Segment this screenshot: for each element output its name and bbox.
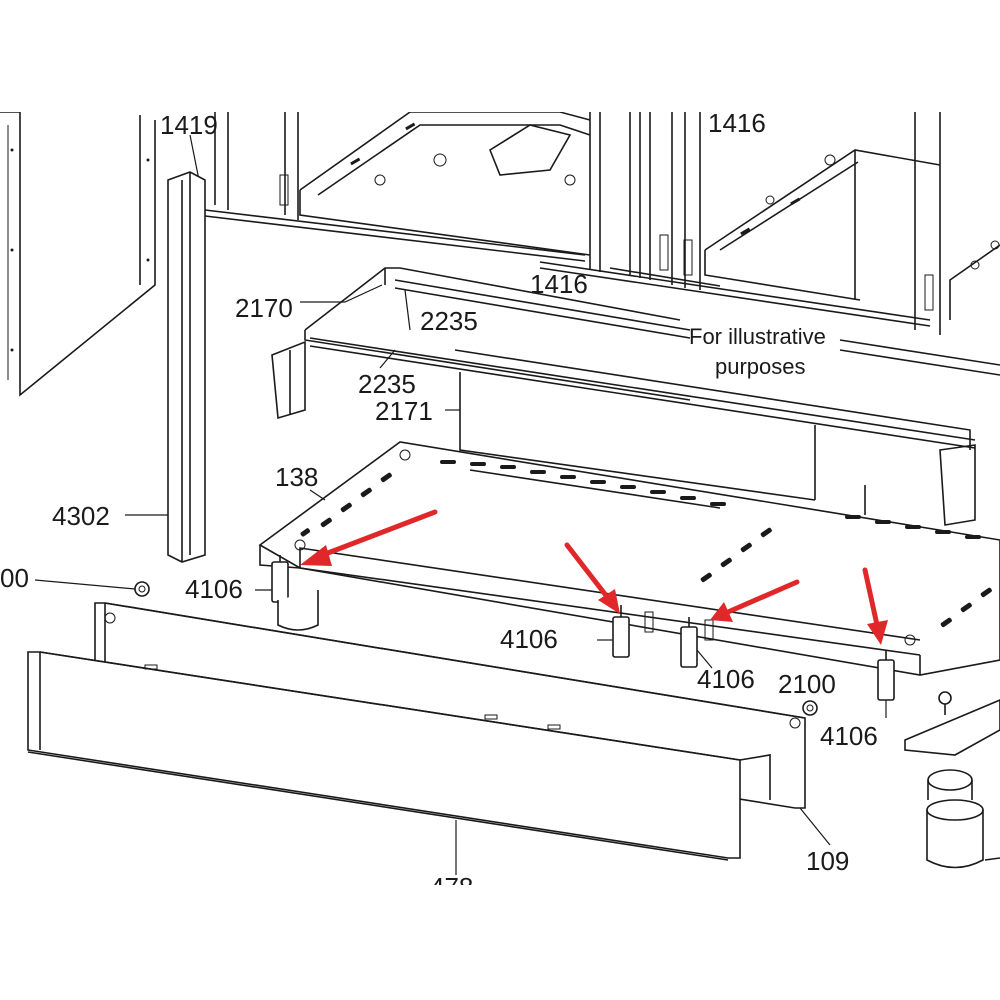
callout-109: 109 <box>806 846 849 876</box>
rail-1416 <box>539 261 931 327</box>
callout-2100-left: 00 <box>0 563 29 593</box>
callout-1419: 1419 <box>160 110 218 140</box>
illustrative-note-line-2: purposes <box>715 354 806 379</box>
red-arrow-3 <box>710 579 800 622</box>
side-trim-4302 <box>125 171 206 563</box>
callout-2171: 2171 <box>375 396 433 426</box>
callout-2235-a: 2235 <box>420 306 478 336</box>
callout-138: 138 <box>275 462 318 492</box>
red-arrow-1 <box>300 509 438 566</box>
leveling-leg-a <box>255 555 319 631</box>
red-arrow-2 <box>564 542 620 614</box>
callout-4302: 4302 <box>52 501 110 531</box>
upper-oven-frame <box>214 111 1000 335</box>
callout-4106-a: 4106 <box>185 574 243 604</box>
drawer-front-478 <box>27 651 741 875</box>
screw-2100-right <box>802 700 818 716</box>
callout-2170: 2170 <box>235 293 293 323</box>
callout-1416-mid: 1416 <box>530 269 588 299</box>
illustrative-note-line-1: For illustrative <box>689 324 826 349</box>
callout-4106-d: 4106 <box>820 721 878 751</box>
bracket-2171 <box>271 340 976 526</box>
top-margin <box>0 0 1000 112</box>
rail-1419 <box>189 134 586 262</box>
bottom-margin <box>0 885 1000 1000</box>
leveling-leg-c <box>680 617 714 669</box>
callout-2100-right: 2100 <box>778 669 836 699</box>
callout-1416-top: 1416 <box>708 108 766 138</box>
callout-4106-b: 4106 <box>500 624 558 654</box>
right-lower-assembly <box>904 691 1000 869</box>
callout-2235-b: 2235 <box>358 369 416 399</box>
frame-2170 <box>300 267 1000 449</box>
leveling-leg-b <box>597 605 654 658</box>
screw-2100-left <box>34 579 150 597</box>
red-arrow-4 <box>862 567 888 645</box>
base-frame-138 <box>258 441 1000 676</box>
highlight-arrows <box>300 509 888 645</box>
left-side-panel <box>0 111 156 397</box>
callout-labels: 1419 1416 1416 2170 2235 2235 2171 138 4… <box>0 108 878 902</box>
leveling-leg-d <box>877 650 895 718</box>
callout-4106-c: 4106 <box>697 664 755 694</box>
